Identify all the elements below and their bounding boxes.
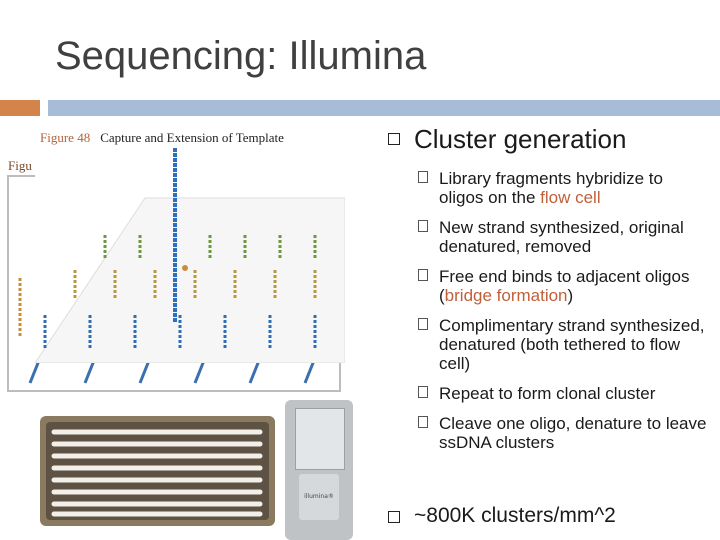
sub-bullet-icon bbox=[418, 318, 428, 330]
slide-title: Sequencing: Illumina bbox=[55, 34, 427, 78]
figure-number: Figure 48 bbox=[40, 130, 91, 145]
sub-bullet-text: New strand synthesized, original denatur… bbox=[439, 218, 684, 256]
capture-extension-figure bbox=[35, 148, 345, 363]
sub-bullet-text: Repeat to form clonal cluster bbox=[439, 384, 656, 403]
sub-bullet-text: Free end binds to adjacent oligos ( bbox=[439, 267, 690, 305]
figure-panel: Figu Figure 4 bbox=[0, 118, 380, 540]
bullet-final: ~800K clusters/mm^2 bbox=[388, 504, 616, 528]
bullet-square-icon bbox=[388, 511, 400, 523]
bullet-heading: Cluster generation bbox=[388, 124, 708, 155]
sub-bullet-highlight: flow cell bbox=[540, 188, 601, 207]
sub-bullet-text-end: ) bbox=[567, 286, 574, 305]
bullet-square-icon bbox=[388, 133, 400, 145]
sub-bullet-icon bbox=[418, 386, 428, 398]
sub-bullet-text: Library fragments hybridize to oligos on… bbox=[439, 169, 663, 207]
oligo-lawn bbox=[43, 233, 317, 348]
flow-cell-slide-image bbox=[40, 416, 275, 526]
flow-cell-cartridge-image: illumina® bbox=[285, 400, 353, 540]
sub-bullet-item: Library fragments hybridize to oligos on… bbox=[388, 169, 708, 207]
capture-point bbox=[182, 265, 188, 271]
figure-caption-text: Capture and Extension of Template bbox=[100, 130, 284, 145]
sub-bullet-item: Complimentary strand synthesized, denatu… bbox=[388, 316, 708, 373]
sub-bullet-text: Complimentary strand synthesized, denatu… bbox=[439, 316, 705, 373]
sub-bullet-item: New strand synthesized, original denatur… bbox=[388, 218, 708, 256]
cartridge-window bbox=[295, 408, 345, 470]
sub-bullet-icon bbox=[418, 171, 428, 183]
accent-bar-orange bbox=[0, 100, 40, 116]
bullet-list: Cluster generation Library fragments hyb… bbox=[388, 124, 708, 452]
figure-caption: Figure 48 Capture and Extension of Templa… bbox=[40, 130, 284, 146]
bullet-final-text: ~800K clusters/mm^2 bbox=[414, 504, 616, 527]
flow-cell-lanes bbox=[51, 429, 263, 517]
cartridge-logo: illumina® bbox=[299, 474, 339, 520]
sub-bullet-highlight: bridge formation bbox=[444, 286, 568, 305]
sub-bullet-item: Repeat to form clonal cluster bbox=[388, 384, 708, 403]
bullet-heading-text: Cluster generation bbox=[414, 124, 627, 154]
sub-bullet-icon bbox=[418, 220, 428, 232]
sub-bullet-icon bbox=[418, 416, 428, 428]
accent-bar-blue bbox=[48, 100, 720, 116]
background-figure-caption: Figu bbox=[8, 158, 32, 173]
sub-bullet-icon bbox=[418, 269, 428, 281]
sub-bullet-item: Cleave one oligo, denature to leave ssDN… bbox=[388, 414, 708, 452]
sub-bullet-text: Cleave one oligo, denature to leave ssDN… bbox=[439, 414, 707, 452]
sub-bullet-item: Free end binds to adjacent oligos (bridg… bbox=[388, 267, 708, 305]
